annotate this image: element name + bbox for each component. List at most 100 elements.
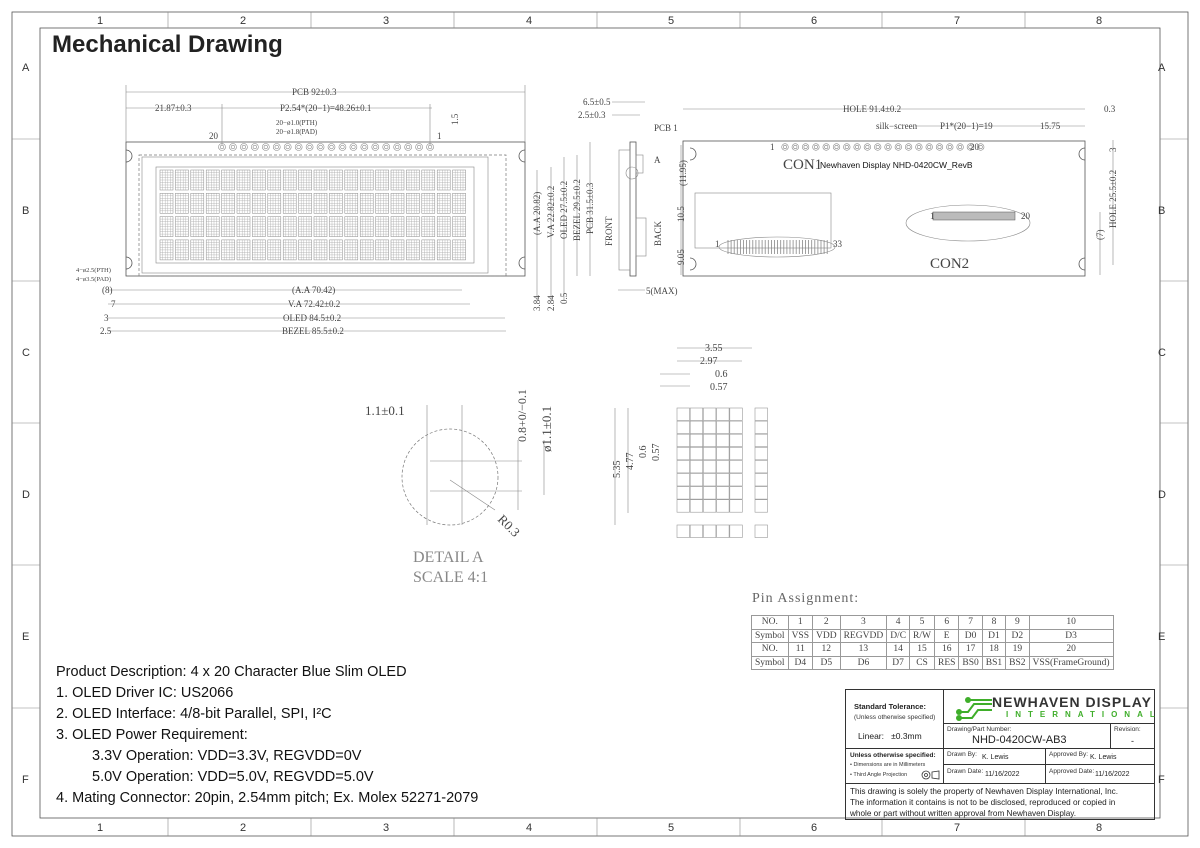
pin-table-cell: 17	[958, 642, 983, 657]
row-label: D	[1158, 489, 1166, 501]
dim-h-0-6: 0.6	[638, 446, 649, 459]
pin-table-cell: VSS(FrameGround)	[1028, 655, 1114, 670]
character-cell	[298, 239, 312, 261]
pin-table-cell: NO.	[751, 642, 789, 657]
pin-hole	[307, 144, 312, 150]
part-number-label: Drawing/Part Number:	[947, 726, 1012, 733]
character-cell	[452, 216, 466, 237]
company-logo: NEWHAVEN DISPLAY INTERNATIONAL	[944, 690, 1155, 724]
pin-table-cell: VSS	[787, 628, 814, 643]
detail-a: 1.1±0.1 0.8+0/−0.1 ø1.1±0.1 R0.3 DETAIL …	[365, 389, 554, 586]
pin-hole	[855, 145, 860, 150]
pin-hole-pad	[884, 143, 892, 151]
dim-bezel-left: 2.5	[100, 326, 112, 336]
dot	[716, 473, 730, 487]
character-cell	[236, 216, 251, 237]
pcb-back-outline	[682, 140, 1086, 277]
dot	[703, 486, 717, 500]
character-cell	[359, 216, 374, 237]
row-label: F	[22, 774, 29, 786]
dim-2-97: 2.97	[700, 356, 718, 367]
pin-hole-pad	[791, 143, 799, 151]
pin-table-cell: 3	[839, 615, 888, 630]
character-cell	[406, 169, 420, 191]
character-cell	[282, 216, 297, 237]
pin-table-cell: 14	[886, 642, 911, 657]
pin-hole	[916, 145, 921, 150]
dot	[754, 486, 768, 500]
description-line: 4. Mating Connector: 20pin, 2.54mm pitch…	[56, 790, 479, 806]
pin-hole-pad	[338, 143, 347, 151]
character-cell	[236, 239, 251, 261]
dim-oled-left: 3	[104, 313, 109, 323]
bezel-edge	[618, 149, 631, 271]
pin-hole	[417, 144, 422, 150]
pin-table-cell: D2	[1005, 628, 1030, 643]
pin-hole	[834, 145, 839, 150]
col-label: 3	[383, 15, 389, 27]
third-angle-projection-icon	[921, 770, 940, 780]
pin-table-cell: D/C	[886, 628, 911, 643]
character-cell	[390, 193, 405, 214]
approved-date-label: Approved Date:	[1049, 768, 1095, 775]
dot	[729, 486, 743, 500]
pin-hole	[927, 145, 932, 150]
pin-table-cell: 8	[981, 615, 1007, 630]
character-cell	[375, 169, 389, 191]
dot	[676, 473, 690, 487]
dot	[676, 460, 690, 474]
character-cell	[313, 169, 328, 191]
front-view: PCB 92±0.3 21.87±0.3 P2.54*(20−1)=48.26±…	[76, 85, 595, 336]
pin-hole	[318, 144, 323, 150]
dim-0-57: 0.57	[710, 382, 728, 393]
pin-hole-pad	[801, 143, 810, 151]
dot	[716, 407, 730, 421]
dot	[729, 499, 743, 513]
pin-table-cell: 9	[1005, 615, 1030, 630]
pin-hole-pad	[393, 143, 402, 151]
dim-va-height: V.A 22.82±0.2	[546, 186, 556, 238]
dim-con2-offset: 15.75	[1040, 121, 1061, 131]
pin-hole-pad	[977, 143, 985, 151]
dot	[716, 446, 730, 461]
dim-5-35: 5.35	[612, 461, 623, 479]
pin-hole-pad	[874, 143, 882, 151]
character-cell	[359, 239, 374, 261]
pin-table-cell: 20	[1028, 642, 1114, 657]
character-cell	[267, 239, 282, 261]
pin-table-cell: 5	[909, 615, 935, 630]
pin-hole	[351, 144, 356, 150]
dim-hole-height: HOLE 25.5±0.2	[1108, 170, 1118, 228]
fpc-pin1: 1	[715, 239, 720, 249]
dot	[703, 473, 717, 487]
pin-hole	[803, 145, 808, 150]
pin-table-cell: CS	[909, 655, 935, 670]
dot	[754, 420, 768, 434]
drawn-by: K. Lewis	[982, 754, 1009, 761]
tolerance-sub: (Unless otherwise specified)	[854, 714, 936, 721]
character-cell	[344, 216, 359, 237]
radius-leader	[449, 479, 496, 511]
character-cell	[313, 216, 328, 237]
pin-hole-pad	[946, 143, 954, 151]
pin-hole-pad	[843, 143, 851, 151]
dot	[689, 407, 704, 421]
pin-hole	[885, 145, 890, 150]
dot	[729, 460, 743, 474]
revision-value: -	[1131, 736, 1134, 746]
character-cell	[421, 239, 436, 261]
pin-hole	[274, 144, 279, 150]
pin-hole	[395, 144, 400, 150]
pin-table-cell: 18	[981, 642, 1007, 657]
dot	[716, 486, 730, 500]
dim-mount-pad: 4−ø3.5(PAD)	[76, 276, 111, 283]
character-cell	[159, 239, 174, 261]
logo-sub-text: INTERNATIONAL	[1006, 710, 1162, 719]
fpc-pin33: 33	[833, 239, 843, 249]
dim-con2-pitch: P1*(20−1)=19	[940, 121, 993, 131]
dot	[689, 524, 704, 538]
pin-hole-pad	[966, 143, 975, 151]
pin-hole-pad	[863, 143, 872, 151]
dim-9-05: 9.05	[676, 249, 686, 265]
pin-hole	[427, 144, 433, 150]
